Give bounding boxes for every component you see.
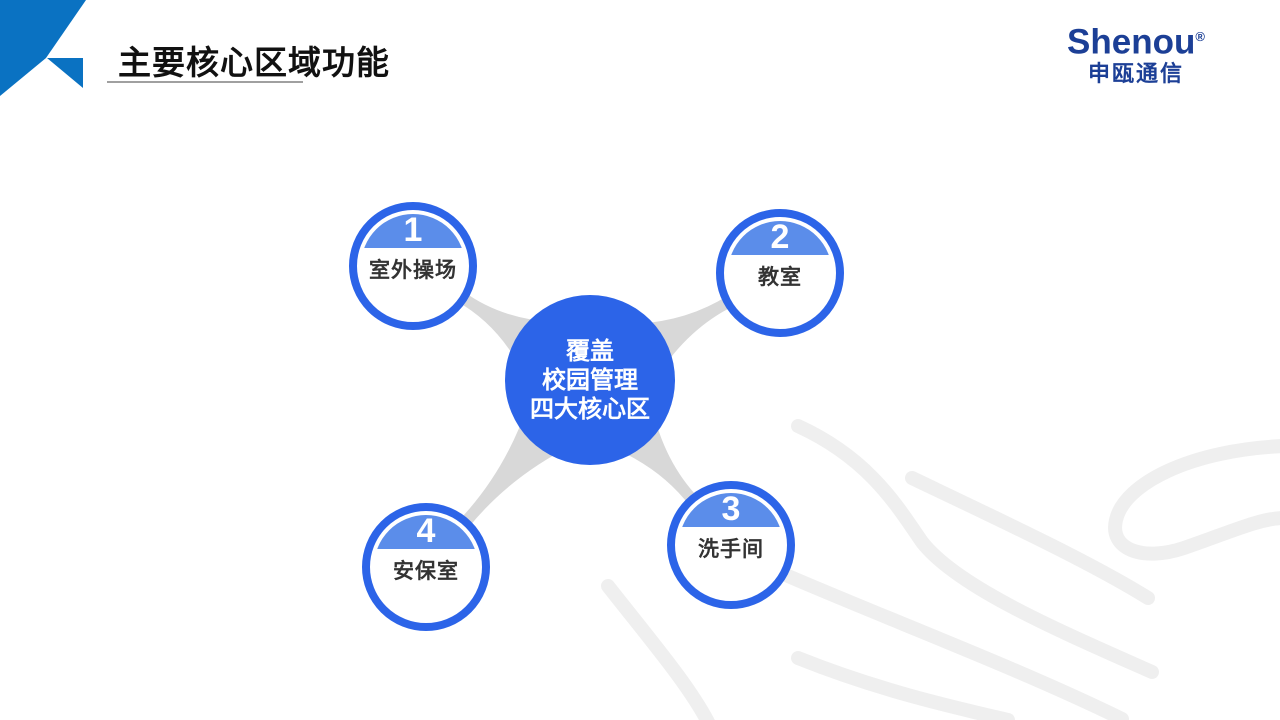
title-underline [107,81,303,83]
node-number: 4 [416,512,436,550]
logo-subtitle: 申瓯通信 [1087,60,1184,86]
node-label: 教室 [758,266,802,289]
logo-wordmark: Shenou® [1067,22,1205,62]
watermark-swirl [601,419,1280,720]
node-cap [679,493,783,527]
center-hub-line-1: 覆盖 [566,337,614,365]
brand-logo: Shenou® 申瓯通信 [1056,18,1216,86]
node-2-classroom: 2 教室 [716,209,844,337]
center-hub: 覆盖 校园管理 四大核心区 [505,295,675,465]
node-4-security-room: 4 安保室 [362,503,490,631]
registered-mark-icon: ® [1195,29,1205,44]
node-label: 洗手间 [698,538,764,561]
node-number: 3 [721,490,741,528]
center-hub-line-2: 校园管理 [542,366,638,394]
node-number: 1 [403,211,423,249]
node-cap [361,214,465,248]
center-hub-line-3: 四大核心区 [530,395,650,423]
node-label: 室外操场 [369,259,457,282]
node-label: 安保室 [393,560,459,583]
node-1-outdoor-playground: 1 室外操场 [349,202,477,330]
page-title: 主要核心区域功能 [118,44,390,81]
corner-accent-icon [0,0,86,96]
node-cap [728,221,832,255]
node-3-restroom: 3 洗手间 [667,481,795,609]
node-cap [374,515,478,549]
node-number: 2 [770,218,790,256]
